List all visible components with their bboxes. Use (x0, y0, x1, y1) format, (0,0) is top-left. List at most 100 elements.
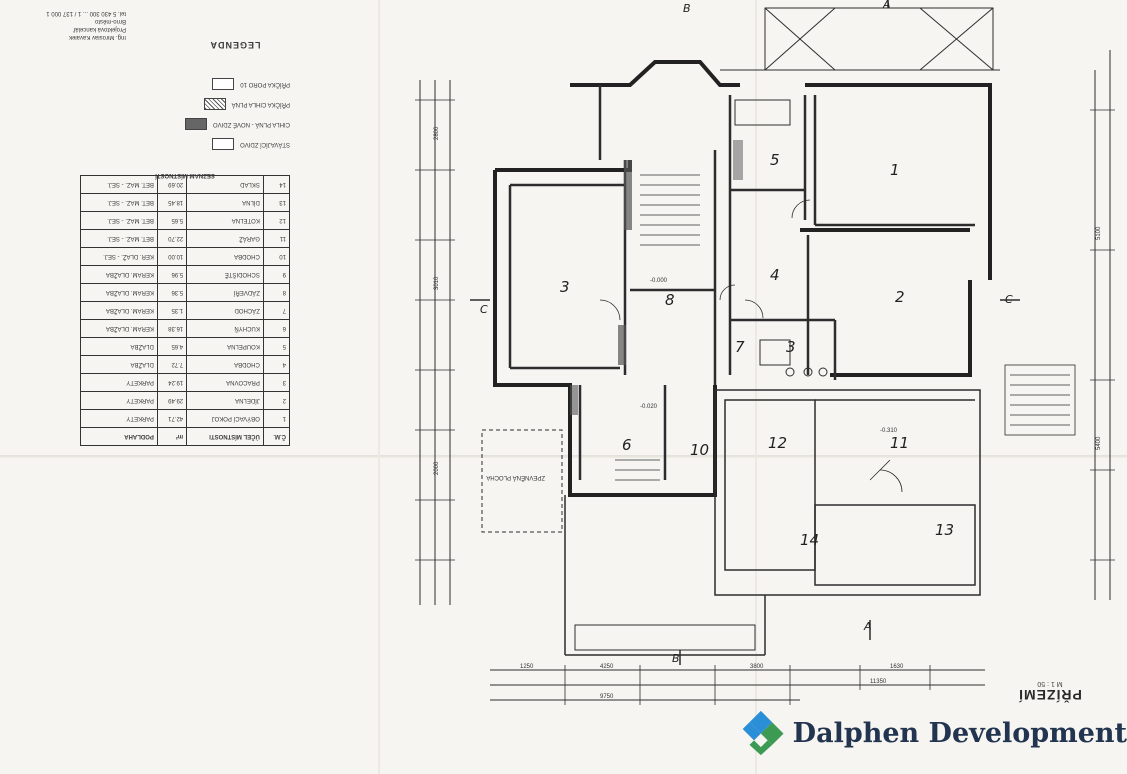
room-number: 5 (770, 151, 780, 169)
table-cell: 8 (263, 283, 290, 302)
svg-text:2800: 2800 (434, 126, 440, 140)
svg-text:1250: 1250 (520, 664, 534, 670)
table-cell: ZÁCHOD (186, 301, 264, 320)
table-cell: 10.00 (157, 247, 187, 266)
svg-text:3800: 3800 (750, 664, 764, 670)
paper-fold (755, 0, 757, 774)
room-number: 6 (622, 436, 632, 454)
paper-fold (0, 455, 1127, 458)
table-cell: CHODBA (186, 355, 264, 374)
table-cell: SKLAD (186, 175, 264, 194)
svg-text:4250: 4250 (600, 664, 614, 670)
svg-text:11350: 11350 (870, 679, 887, 685)
table-cell: SCHODIŠTĚ (186, 265, 264, 284)
table-cell: KUCHYŇ (186, 319, 264, 338)
room-number: 14 (800, 531, 819, 549)
section-mark: A (882, 0, 891, 11)
brand-logo-icon (742, 710, 784, 756)
table-cell: BET. MAZ. - SEJ. (80, 229, 158, 248)
table-cell: PARKETY (80, 373, 158, 392)
table-cell: DLAŽBA (80, 337, 158, 356)
section-mark: B (672, 652, 680, 665)
table-cell: 42.71 (157, 409, 187, 428)
table-cell: 14 (263, 175, 290, 194)
table-cell: DLAŽBA (80, 355, 158, 374)
table-cell: 4.65 (157, 337, 187, 356)
table-cell: 11 (263, 229, 290, 248)
table-header-cell: PODLAHA (80, 427, 158, 446)
table-cell: 5 (263, 337, 290, 356)
table-cell: KOTELNA (186, 211, 264, 230)
table-cell: 22.70 (157, 229, 187, 248)
table-cell: 1 (263, 409, 290, 428)
table-cell: 7.72 (157, 355, 187, 374)
table-cell: 13 (263, 193, 290, 212)
section-mark: A (863, 620, 872, 633)
table-cell: 3 (263, 373, 290, 392)
table-cell: 10 (263, 247, 290, 266)
plan-scale: M 1 : 50 (1037, 680, 1063, 687)
svg-text:5400: 5400 (1096, 436, 1102, 450)
table-cell: JÍDELNA (186, 391, 264, 410)
brand-watermark: Dalphen Development (737, 692, 1127, 774)
section-mark: B (683, 2, 691, 15)
room-number: 11 (890, 434, 909, 452)
legend-item: PŘÍČKA PORO 10 (212, 78, 290, 90)
table-cell: KERAM. DLAŽBA (80, 265, 158, 284)
svg-text:9750: 9750 (600, 694, 614, 700)
svg-text:2000: 2000 (434, 461, 440, 475)
stamp-line: tel. 5 430 300 ... 1 / 137 000 1 (46, 10, 126, 16)
table-cell: GARÁŽ (186, 229, 264, 248)
room-number: 2 (895, 288, 905, 306)
table-cell: KERAM. DLAŽBA (80, 301, 158, 320)
paper-fold (378, 0, 380, 774)
table-header-cell: Č.M. (263, 427, 290, 446)
stamp-line: Brno-město (94, 18, 126, 24)
table-cell: 5.96 (157, 265, 187, 284)
svg-text:1630: 1630 (890, 664, 904, 670)
stamp-line: Ing. Miroslav Kavalek (68, 34, 126, 40)
legend-item: PŘÍČKA CIHLA PLNÁ (203, 98, 290, 110)
rooms-table-caption: SEZNAM MÍSTNOSTÍ (155, 172, 215, 178)
table-cell: DÍLNA (186, 193, 264, 212)
table-cell: 16.38 (157, 319, 187, 338)
table-cell: 9 (263, 265, 290, 284)
table-cell: 5.36 (157, 283, 187, 302)
table-cell: PARKETY (80, 391, 158, 410)
section-mark: C (1005, 293, 1013, 306)
svg-text:ZPEVNĚNÁ PLOCHA: ZPEVNĚNÁ PLOCHA (486, 474, 545, 482)
table-cell: ZÁDVEŘÍ (186, 283, 264, 302)
room-number: 10 (690, 441, 709, 459)
svg-text:-0.310: -0.310 (880, 428, 898, 434)
table-cell: PARKETY (80, 409, 158, 428)
table-cell: 29.49 (157, 391, 187, 410)
room-number: 3 (786, 338, 796, 356)
table-cell: KERAM. DLAŽBA (80, 283, 158, 302)
room-number: 4 (770, 266, 780, 284)
room-number: 3 (560, 278, 570, 296)
svg-text:5100: 5100 (1096, 226, 1102, 240)
table-cell: 18.45 (157, 193, 187, 212)
legend-item: CIHLA PLNÁ - NOVÉ ZDIVO (184, 118, 290, 130)
table-cell: 19.24 (157, 373, 187, 392)
legend-title: LEGENDA (209, 40, 261, 50)
room-number: 13 (935, 521, 954, 539)
table-cell: 5.65 (157, 211, 187, 230)
table-cell: KOUPELNA (186, 337, 264, 356)
room-number: 1 (890, 161, 900, 179)
svg-text:-0.020: -0.020 (640, 404, 658, 410)
table-cell: 6 (263, 319, 290, 338)
